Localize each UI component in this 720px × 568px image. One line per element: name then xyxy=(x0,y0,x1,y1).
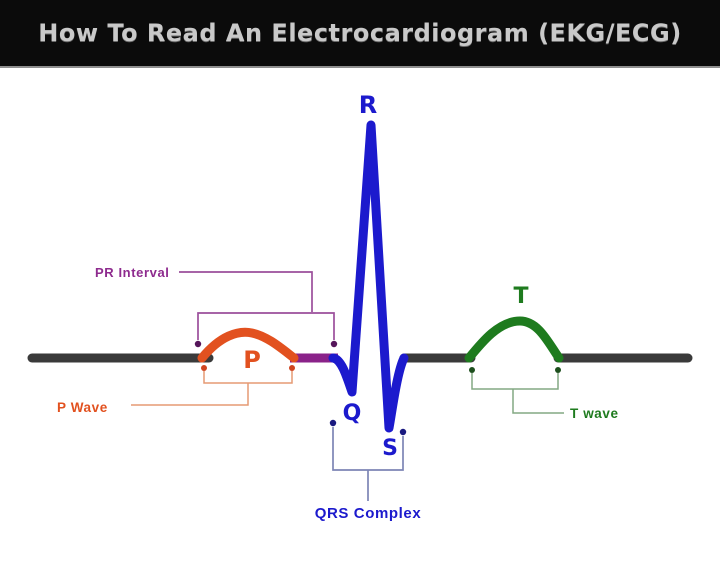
t-wave-connector-line xyxy=(512,389,564,414)
r-label: R xyxy=(359,91,377,119)
t-wave-curve xyxy=(464,316,564,363)
t-label: T xyxy=(513,284,528,309)
q-label: Q xyxy=(343,401,362,426)
t-left-marker-dot xyxy=(469,367,475,373)
qrs-right-marker-dot xyxy=(399,428,407,436)
qrs-complex-annotation: QRS Complex xyxy=(315,419,422,522)
p-wave-annotation: P Wave xyxy=(57,365,295,415)
p-right-marker-dot xyxy=(289,365,295,371)
s-label: S xyxy=(382,436,398,461)
title-bar: How To Read An Electrocardiogram (EKG/EC… xyxy=(0,0,720,68)
t-wave-annotation: T wave xyxy=(469,367,619,421)
qrs-left-marker-dot xyxy=(329,419,337,427)
pr-interval-bracket xyxy=(197,312,335,340)
p-wave-curve xyxy=(197,327,299,363)
p-wave-label: P Wave xyxy=(57,400,108,415)
pr-interval-annotation: PR Interval xyxy=(95,265,338,348)
t-right-marker-dot xyxy=(555,367,561,373)
p-left-marker-dot xyxy=(201,365,207,371)
t-wave-label: T wave xyxy=(570,406,619,421)
pr-right-marker-dot xyxy=(330,340,338,348)
pr-interval-label: PR Interval xyxy=(95,265,170,280)
pr-interval-connector-line xyxy=(179,271,313,312)
qrs-complex-label: QRS Complex xyxy=(315,505,422,522)
page-title: How To Read An Electrocardiogram (EKG/EC… xyxy=(38,19,682,47)
t-wave-bracket xyxy=(471,373,559,390)
pr-left-marker-dot xyxy=(194,340,202,348)
qrs-complex-curve xyxy=(328,120,409,433)
p-wave-connector-line xyxy=(131,383,249,406)
p-label: P xyxy=(243,346,261,374)
